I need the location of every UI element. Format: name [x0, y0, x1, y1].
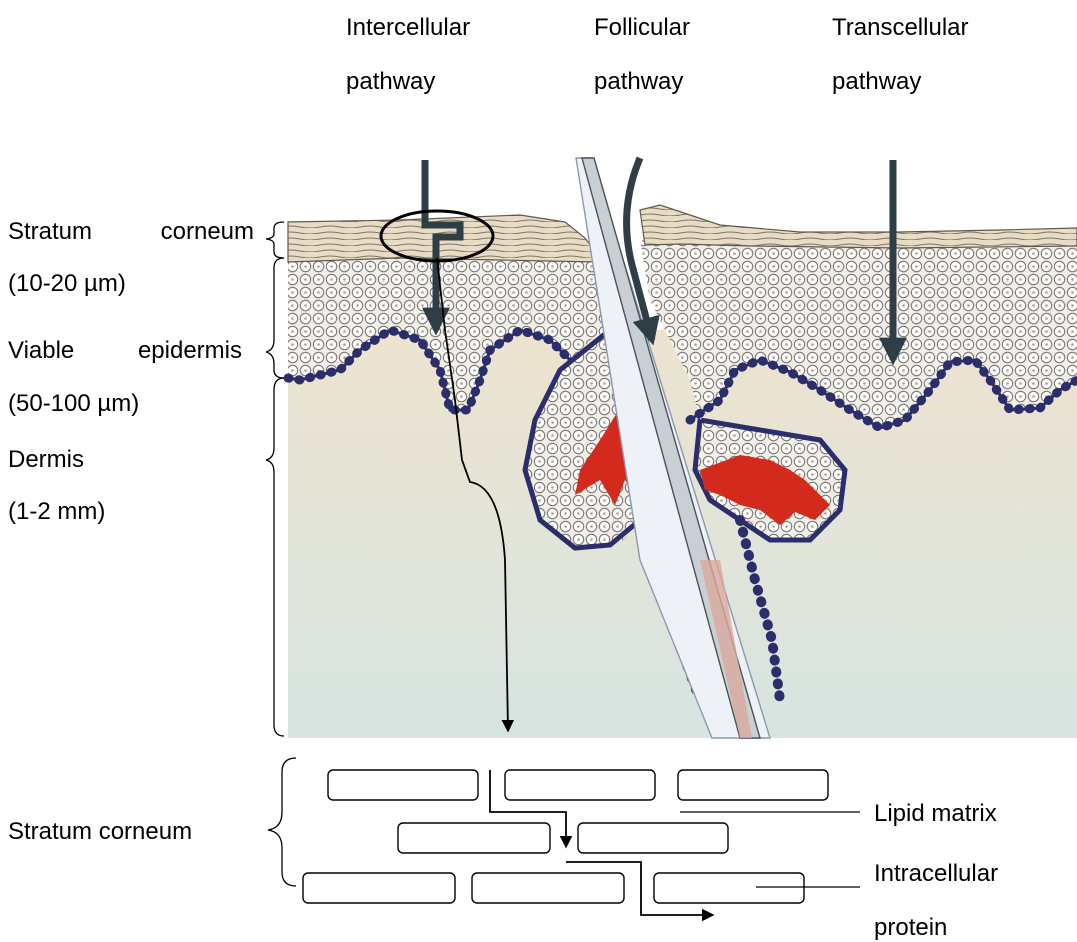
corneocyte	[654, 873, 804, 903]
corneocyte	[328, 770, 478, 800]
corneocyte	[398, 823, 550, 853]
corneocyte	[678, 770, 828, 800]
viable-epidermis-right	[640, 235, 1077, 428]
corneocyte	[303, 873, 455, 903]
corneocyte	[578, 823, 728, 853]
bracket-dermis	[266, 378, 284, 736]
corneocyte	[472, 873, 624, 903]
bracket-inset-stratum-corneum	[268, 758, 296, 886]
bracket-stratum-corneum	[266, 222, 284, 258]
stratum-corneum-right	[640, 205, 1077, 248]
corneocyte	[505, 770, 655, 800]
bracket-viable-epidermis	[266, 258, 284, 378]
